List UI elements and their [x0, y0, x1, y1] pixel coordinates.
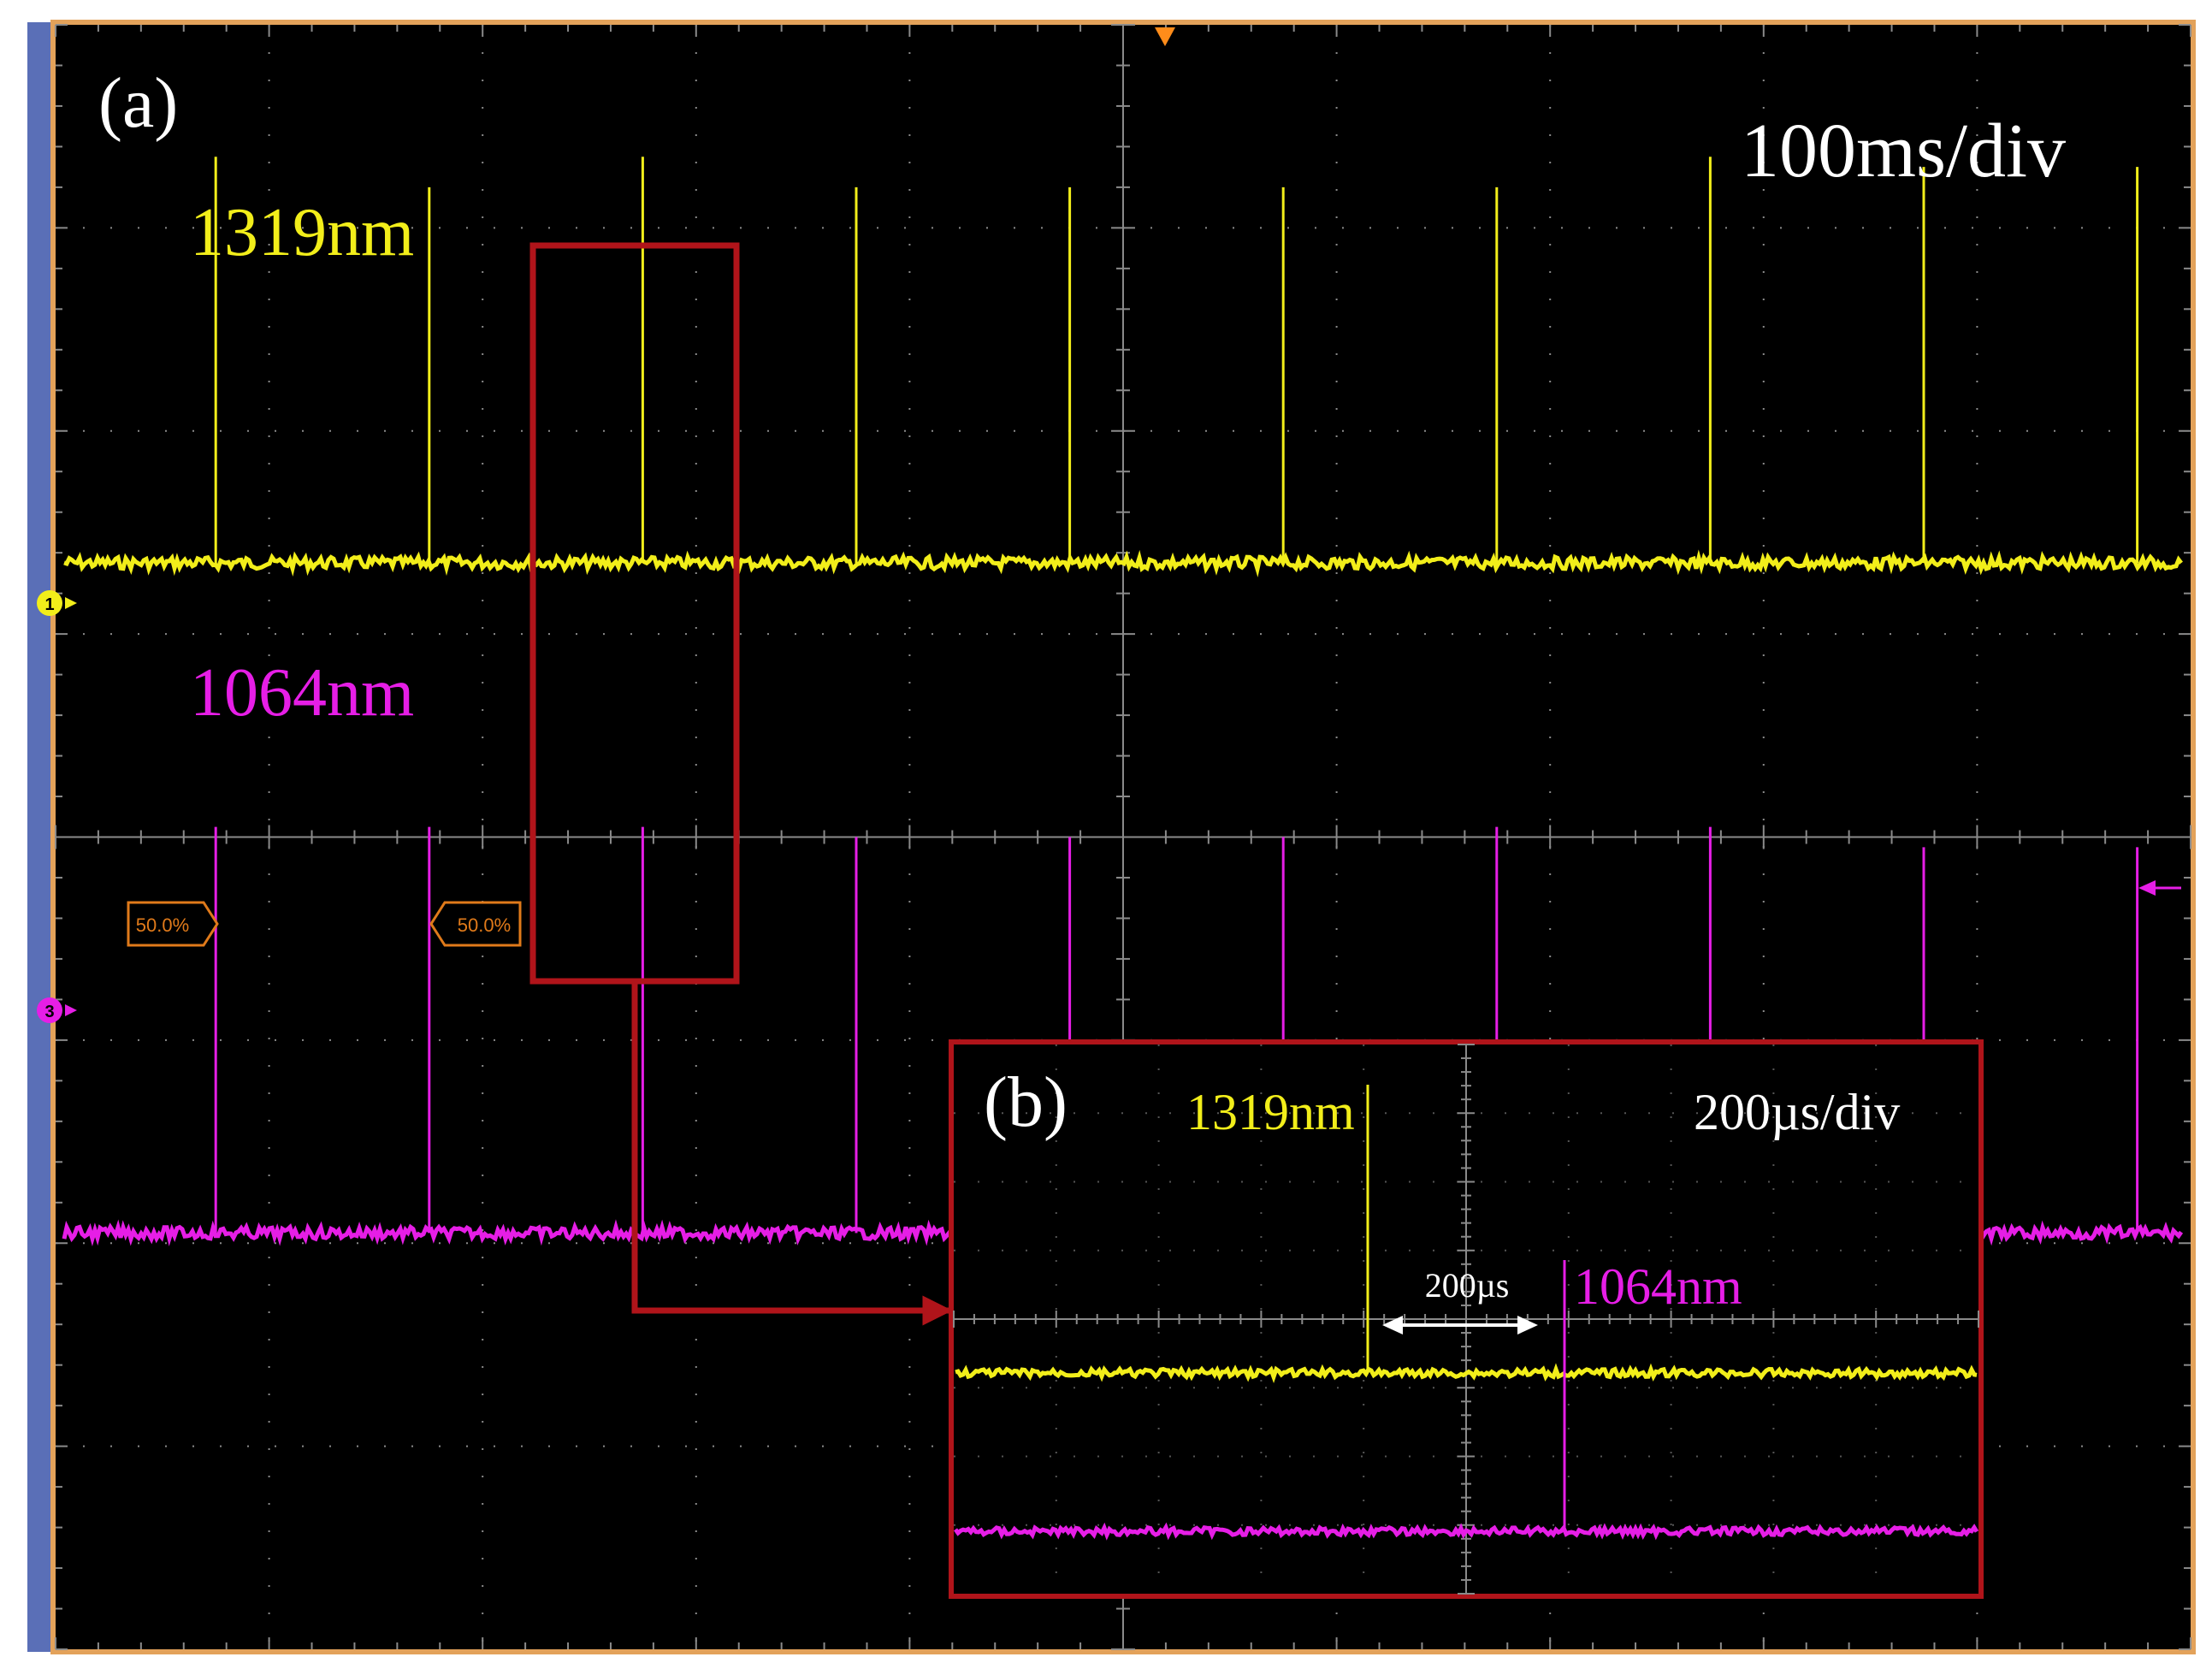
- level-tag-right-text: 50.0%: [458, 914, 511, 936]
- trace-baseline-1319nm: [63, 549, 2183, 577]
- right-level-arrow: [2138, 880, 2181, 896]
- frame-orange: [50, 20, 2196, 1654]
- trace-1319-label: 1319nm: [190, 195, 414, 270]
- delay-arrow: [1382, 1316, 1538, 1334]
- zoom-connector-arrow: [631, 981, 953, 1326]
- inset-trace-baseline-1319nm: [955, 1363, 1978, 1383]
- ch1-reference-marker: [37, 590, 77, 616]
- ch3-reference-marker: [37, 997, 77, 1023]
- timebase-inset-label: 200µs/div: [1694, 1084, 1900, 1140]
- inset-panel: [949, 1039, 1984, 1599]
- trigger-position-marker: [1155, 27, 1175, 46]
- inset-trace-baseline-1064nm: [953, 1522, 1979, 1541]
- trace-1064-label: 1064nm: [190, 655, 414, 731]
- ch1-marker-label: 1: [44, 595, 54, 614]
- inset-1319-label: 1319nm: [1186, 1084, 1355, 1140]
- level-tag-left: [127, 901, 219, 947]
- panel-b-label: (b): [984, 1062, 1068, 1142]
- level-tag-right: [429, 901, 522, 947]
- ch3-marker-label: 3: [44, 1003, 54, 1021]
- inset-traces: [953, 1085, 1979, 1541]
- panel-a-label: (a): [98, 63, 178, 143]
- inset-1064-label: 1064nm: [1574, 1258, 1742, 1315]
- delay-label: 200µs: [1425, 1266, 1510, 1305]
- level-tag-left-text: 50.0%: [136, 914, 189, 936]
- timebase-main-label: 100ms/div: [1741, 109, 2066, 193]
